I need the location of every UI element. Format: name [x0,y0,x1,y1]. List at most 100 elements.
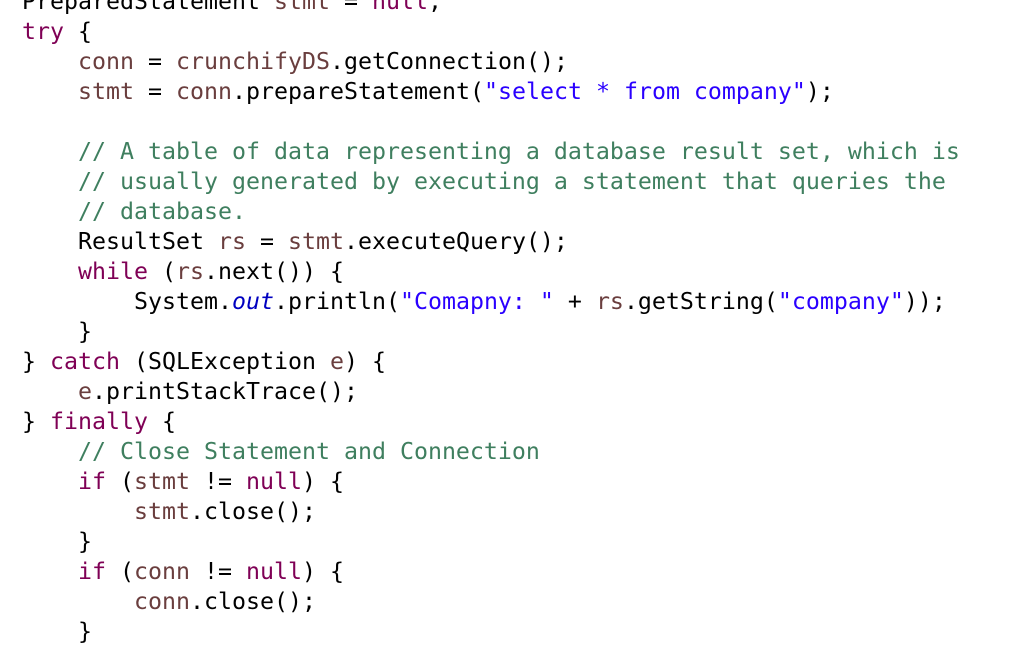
code-token [22,138,78,165]
variable-token: stmt [134,468,190,495]
code-token: ( [106,468,134,495]
code-token: PreparedStatement [22,0,274,15]
code-line[interactable]: // database. [22,197,960,227]
code-line[interactable]: System.out.println("Comapny: " + rs.getS… [22,287,960,317]
code-line[interactable]: } [22,617,960,647]
code-token: } [22,618,92,645]
keyword-token: catch [50,348,120,375]
code-line[interactable]: PreparedStatement stmt = null; [22,0,960,17]
code-token: ResultSet [22,228,218,255]
variable-token: rs [217,228,246,255]
code-token: { [64,18,92,45]
comment-token: // Close Statement and Connection [78,438,540,465]
code-token [22,468,78,495]
variable-token: conn [176,78,232,105]
code-line[interactable] [22,107,960,137]
code-line[interactable]: stmt = conn.prepareStatement("select * f… [22,77,960,107]
string-token: "select * from company" [483,78,806,105]
keyword-token: if [78,468,106,495]
code-token: .close(); [189,588,316,615]
code-token: = [134,48,176,75]
variable-token: stmt [133,498,190,525]
code-line[interactable]: conn = crunchifyDS.getConnection(); [22,47,960,77]
keyword-token: null [246,468,302,495]
keyword-token: while [78,258,148,285]
code-token: .next()) { [204,258,344,285]
field-token: out [231,288,274,315]
code-token: = [329,0,372,15]
code-token: .printStackTrace(); [92,378,358,405]
code-token: != [190,468,246,495]
code-line[interactable]: try { [22,17,960,47]
code-token: ) { [302,558,344,585]
variable-token: stmt [273,0,330,15]
code-line[interactable]: ResultSet rs = stmt.executeQuery(); [22,227,960,257]
variable-token: rs [176,258,204,285]
code-line[interactable]: e.printStackTrace(); [22,377,960,407]
string-token: "company" [777,288,904,315]
code-token: != [190,558,246,585]
code-token: ) { [302,468,344,495]
code-token [22,588,134,615]
code-token: ; [427,0,442,15]
code-token: ( [148,258,176,285]
code-token: } [22,318,92,345]
code-token: } [22,348,50,375]
code-line[interactable]: } catch (SQLException e) { [22,347,960,377]
code-token: .getConnection(); [329,48,568,75]
variable-token: conn [78,48,134,75]
code-line[interactable]: if (stmt != null) { [22,467,960,497]
code-token: { [147,408,176,435]
code-line[interactable]: } finally { [22,407,960,437]
variable-token: conn [133,588,190,615]
code-token: .getString( [623,288,778,315]
code-token [22,198,78,225]
variable-token: stmt [287,228,344,255]
keyword-token: try [22,18,64,45]
code-token: )); [903,288,946,315]
code-line[interactable]: stmt.close(); [22,497,960,527]
code-token: = [245,228,288,255]
code-token: .executeQuery(); [343,228,568,255]
comment-token: // A table of data representing a databa… [78,138,960,165]
code-token: ); [805,78,834,105]
code-token: ( [106,558,134,585]
code-line[interactable]: } [22,527,960,557]
code-token: ) { [343,348,386,375]
code-token [22,498,134,525]
string-token: "Comapny: " [399,288,554,315]
code-token: + [553,288,596,315]
code-line[interactable]: // Close Statement and Connection [22,437,960,467]
variable-token: rs [595,288,624,315]
keyword-token: if [78,558,106,585]
code-token [22,258,78,285]
code-token [22,48,78,75]
code-token [22,378,78,405]
code-token: .close(); [189,498,316,525]
code-line[interactable]: while (rs.next()) { [22,257,960,287]
variable-token: stmt [78,78,134,105]
variable-token: conn [134,558,190,585]
code-token: .prepareStatement( [232,78,484,105]
code-editor[interactable]: PreparedStatement stmt = null;try { conn… [22,0,960,647]
code-line[interactable]: conn.close(); [22,587,960,617]
code-token: (SQLException [120,348,330,375]
code-token [22,78,78,105]
code-token [22,168,78,195]
code-token: System. [22,288,232,315]
code-token: = [134,78,176,105]
keyword-token: null [371,0,428,15]
code-token [22,438,78,465]
comment-token: // usually generated by executing a stat… [78,168,946,195]
code-token: } [22,408,50,435]
variable-token: e [329,348,344,375]
keyword-token: finally [50,408,148,435]
code-line[interactable]: // usually generated by executing a stat… [22,167,960,197]
code-line[interactable]: } [22,317,960,347]
code-line[interactable]: // A table of data representing a databa… [22,137,960,167]
code-token [22,558,78,585]
code-token: } [22,528,92,555]
keyword-token: null [246,558,302,585]
code-line[interactable]: if (conn != null) { [22,557,960,587]
variable-token: crunchifyDS [176,48,330,75]
